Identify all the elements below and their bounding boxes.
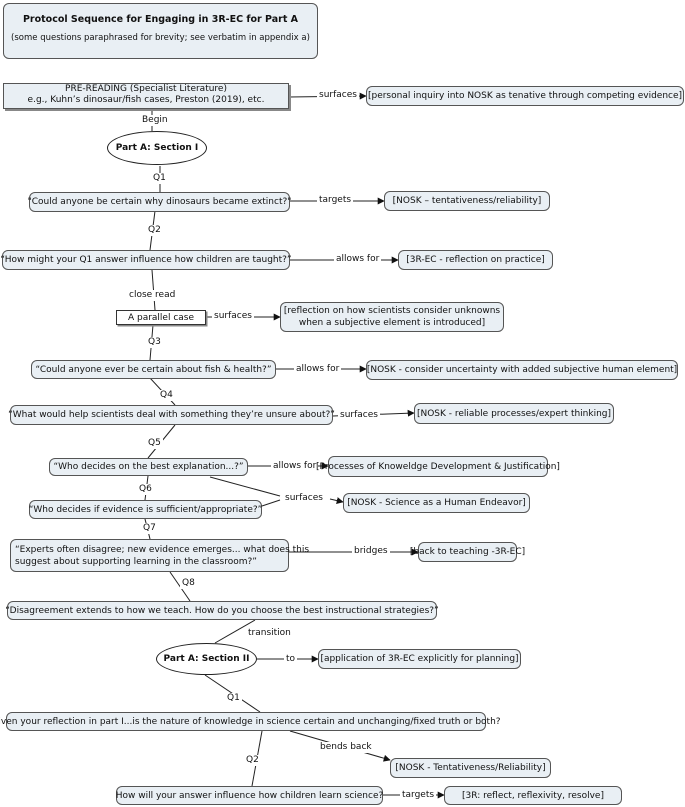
label-bends-back: bends back — [318, 742, 374, 753]
outcome-nosk-reliable: [NOSK - reliable processes/expert thinki… — [414, 403, 614, 424]
question-q1: "Could anyone be certain why dinosaurs b… — [28, 192, 291, 212]
question-q2: “How might your Q1 answer influence how … — [0, 250, 292, 270]
link-surfaces-q6c — [329, 497, 344, 504]
link-transition — [214, 619, 256, 644]
outcome-3r-reflect: [3R: reflect, reflexivity, resolve] — [444, 786, 622, 805]
section-2-node: Part A: Section II — [156, 643, 257, 675]
label-surfaces-q6: surfaces — [283, 493, 325, 504]
label-allows-q5: allows for — [271, 461, 319, 472]
label-allows-q3: allows for — [294, 364, 342, 375]
label-q3: Q3 — [146, 337, 163, 348]
label-to: to — [284, 654, 298, 665]
question-q7: “Experts often disagree; new evidence em… — [10, 539, 309, 572]
label-q5: Q5 — [146, 438, 163, 449]
label-q2: Q2 — [146, 225, 163, 236]
label-targets-q1: targets — [317, 195, 354, 206]
parallel-case-box: A parallel case — [116, 310, 206, 325]
link-surfaces-q6b — [261, 499, 281, 507]
outcome-reflection-line1: [reflection on how scientists consider u… — [283, 306, 501, 316]
diagram-title: Protocol Sequence for Engaging in 3R-EC … — [3, 3, 318, 59]
question-s2q2: How will your answer influence how child… — [116, 786, 383, 805]
title-subtitle: (some questions paraphrased for brevity;… — [11, 33, 310, 43]
outcome-reflection-line2: when a subjective element is introduced] — [298, 318, 486, 328]
label-q8: Q8 — [180, 578, 197, 589]
label-begin: Begin — [140, 115, 170, 126]
outcome-nosk-uncertainty: [NOSK - consider uncertainty with added … — [366, 360, 678, 380]
outcome-3r-ec-reflection: [3R-EC - reflection on practice] — [398, 250, 553, 270]
question-s2q1: Given your reflection in part I...is the… — [0, 712, 501, 731]
question-q5: “Who decides on the best explanation...?… — [49, 458, 248, 476]
label-q1: Q1 — [151, 173, 168, 184]
label-surfaces-q4: surfaces — [338, 410, 380, 421]
title-heading: Protocol Sequence for Engaging in 3R-EC … — [22, 14, 299, 25]
link-surfaces-q6a — [209, 476, 281, 497]
outcome-reflection-unknowns: [reflection on how scientists consider u… — [280, 302, 504, 332]
label-s2q2: Q2 — [244, 755, 261, 766]
outcome-human-endeavor: [NOSK - Science as a Human Endeavor] — [343, 493, 530, 513]
label-allows-q2: allows for — [334, 254, 382, 265]
outcome-knowledge-development: [Processes of Knoweldge Development & Ju… — [316, 456, 560, 477]
question-q8: “Disagreement extends to how we teach. H… — [5, 601, 439, 620]
label-surfaces-pre: surfaces — [317, 90, 359, 101]
label-bridges: bridges — [352, 546, 390, 557]
label-q6: Q6 — [137, 484, 154, 495]
outcome-back-to-teaching: [back to teaching -3R-EC] — [410, 542, 525, 562]
prereading-line1: PRE-READING (Specialist Literature) — [65, 84, 227, 94]
label-q7: Q7 — [141, 523, 158, 534]
label-transition: transition — [246, 628, 293, 639]
question-q4: “What would help scientists deal with so… — [8, 405, 335, 425]
prereading-line2: e.g., Kuhn’s dinosaur/fish cases, Presto… — [27, 95, 265, 105]
question-q7-line1: “Experts often disagree; new evidence em… — [15, 544, 310, 555]
label-close-read: close read — [127, 290, 178, 301]
question-q7-line2: suggest about supporting learning in the… — [15, 556, 257, 567]
question-q3: “Could anyone ever be certain about fish… — [31, 360, 276, 379]
outcome-application-3r-ec: [application of 3R-EC explicitly for pla… — [318, 649, 521, 669]
label-s2q1: Q1 — [225, 693, 242, 704]
outcome-nosk-tentativeness-2: [NOSK - Tentativeness/Reliability] — [390, 758, 551, 778]
prereading-box: PRE-READING (Specialist Literature) e.g.… — [3, 83, 289, 109]
question-q6: “Who decides if evidence is sufficient/a… — [29, 500, 262, 519]
outcome-personal-inquiry: [personal inquiry into NOSK as tenative … — [366, 86, 684, 106]
outcome-nosk-tentativeness: [NOSK – tentativeness/reliability] — [384, 191, 550, 211]
label-targets-s2q2: targets — [400, 790, 437, 801]
label-surfaces-par: surfaces — [212, 311, 254, 322]
section-1-node: Part A: Section I — [107, 131, 207, 165]
label-q4: Q4 — [158, 390, 175, 401]
